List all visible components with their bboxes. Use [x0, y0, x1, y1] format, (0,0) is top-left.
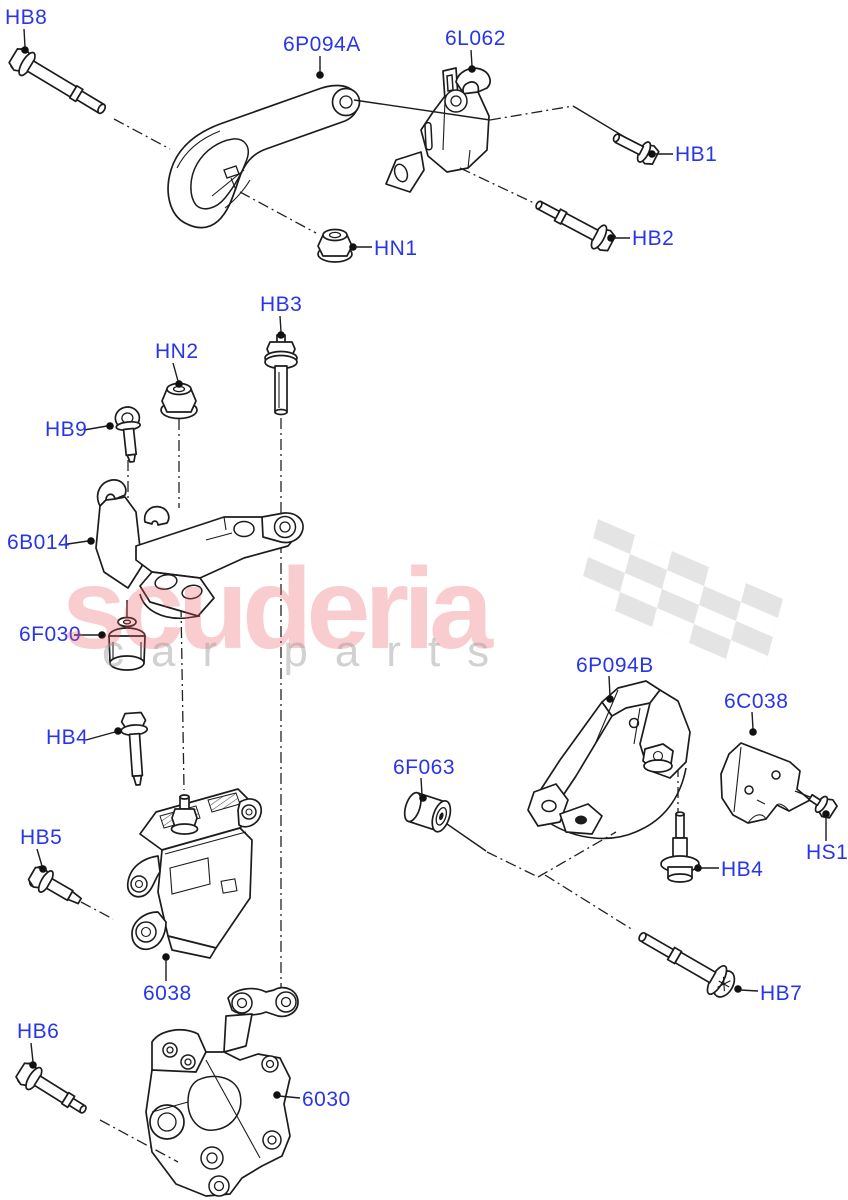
label-6f030: 6F030 — [19, 623, 81, 646]
label-hb1: HB1 — [675, 143, 717, 166]
bolt-hb6 — [15, 1062, 87, 1114]
label-6030: 6030 — [302, 1088, 351, 1111]
label-6f063: 6F063 — [393, 756, 455, 779]
label-6038: 6038 — [143, 982, 192, 1005]
part-6030-drawing — [145, 986, 299, 1197]
bolt-hb3 — [264, 334, 298, 416]
nut-hn1 — [317, 228, 353, 263]
part-6p094b-drawing — [527, 680, 691, 840]
label-hb6: HB6 — [17, 1020, 59, 1043]
label-hb7: HB7 — [760, 982, 802, 1005]
bolt-hb7 — [638, 931, 736, 998]
watermark-subtitle-text: car parts — [102, 627, 516, 676]
bolt-hb4-upper — [120, 711, 149, 786]
label-hb3: HB3 — [260, 293, 302, 316]
label-hb4-lower: HB4 — [721, 858, 763, 881]
bolt-hb5 — [27, 865, 82, 905]
label-hn2: HN2 — [155, 340, 199, 363]
callout-labels: HB8 6P094A 6L062 HB1 HB2 HN1 HB3 HN2 HB9… — [5, 6, 848, 1111]
label-hb5: HB5 — [20, 826, 62, 849]
bolt-hb9 — [114, 406, 142, 463]
label-6p094a: 6P094A — [283, 33, 361, 56]
axis-lines-front — [80, 99, 639, 1163]
label-hb2: HB2 — [632, 227, 674, 250]
nut-hn2 — [160, 382, 198, 420]
part-6f030-drawing — [108, 600, 146, 671]
label-hb8: HB8 — [5, 6, 47, 29]
screw-hs1 — [808, 793, 838, 819]
part-6c038-drawing — [720, 742, 811, 824]
label-hb4-upper: HB4 — [46, 726, 88, 749]
bolt-hb1 — [612, 133, 660, 165]
label-hb9: HB9 — [45, 418, 87, 441]
bolt-hb8 — [8, 48, 107, 115]
callout-leaders — [21, 28, 830, 1099]
label-6l062: 6L062 — [445, 27, 506, 50]
part-6b014-drawing — [95, 479, 304, 619]
bolt-hb2 — [535, 200, 616, 252]
watermark: scuderia car parts — [62, 519, 783, 676]
axis-lines-behind — [127, 418, 679, 996]
part-6l062-drawing — [385, 67, 491, 193]
label-hs1: HS1 — [806, 841, 848, 864]
part-6p094a-drawing — [167, 84, 361, 229]
label-6b014: 6B014 — [7, 531, 70, 554]
part-6038-drawing — [126, 788, 263, 959]
label-hn1: HN1 — [374, 237, 418, 260]
label-6p094b: 6P094B — [576, 654, 654, 677]
checkered-flag-watermark — [578, 519, 783, 675]
bolt-hb4-lower — [660, 811, 700, 883]
watermark-brand-text: scuderia — [62, 545, 494, 673]
part-6f063-drawing — [403, 791, 487, 852]
label-6c038: 6C038 — [724, 690, 788, 713]
